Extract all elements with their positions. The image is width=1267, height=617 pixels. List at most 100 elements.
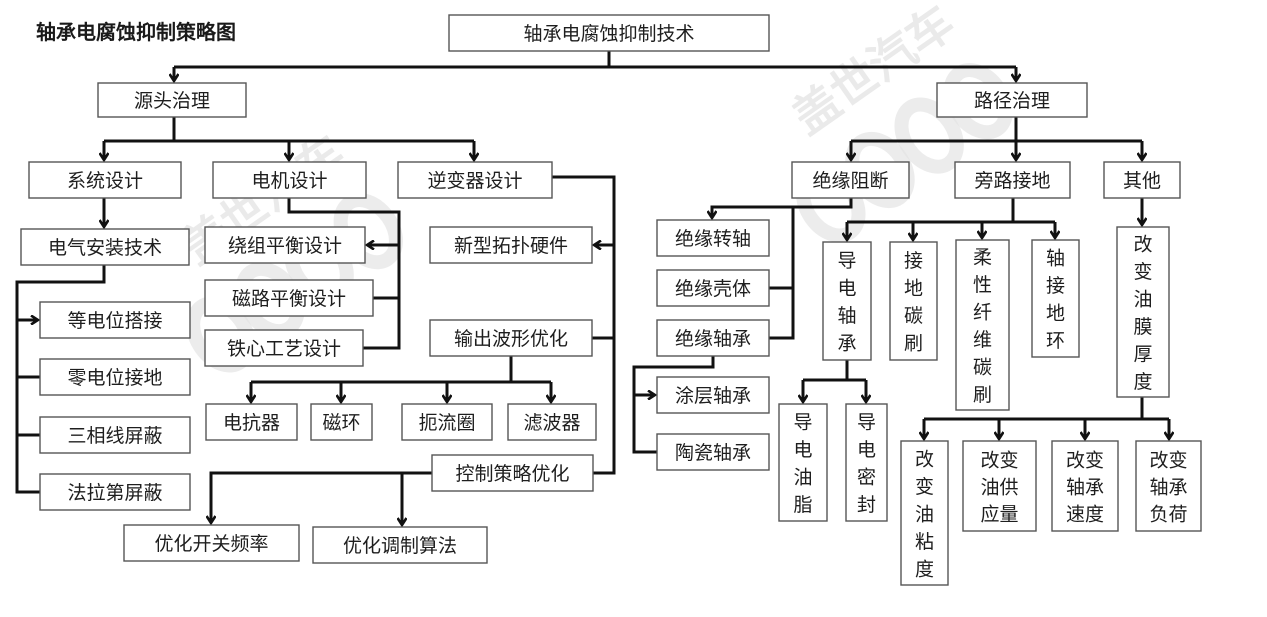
node-three-phase-shield: 三相线屏蔽	[39, 416, 191, 454]
node-label: 电气安装技术	[48, 237, 162, 259]
node-core-process: 铁心工艺设计	[204, 329, 364, 367]
node-root: 轴承电腐蚀抑制技术	[448, 14, 770, 52]
node-insulated-shaft: 绝缘转轴	[656, 219, 770, 257]
node-label-char: 碳	[973, 357, 992, 379]
node-label: 新型拓扑硬件	[454, 235, 568, 257]
node-faraday-shield: 法拉第屏蔽	[39, 473, 191, 511]
node-label: 控制策略优化	[455, 463, 569, 485]
node-label: 电抗器	[223, 412, 280, 434]
node-label-char: 柔	[973, 247, 992, 269]
node-box	[204, 279, 374, 317]
node-label: 法拉第屏蔽	[67, 482, 162, 504]
node-label-line: 改变	[980, 450, 1018, 472]
node-new-topology: 新型拓扑硬件	[429, 226, 593, 264]
node-label-char: 地	[1046, 303, 1065, 325]
node-box	[39, 358, 191, 396]
node-label-char: 环	[1046, 330, 1065, 352]
node-box	[507, 403, 597, 441]
node-label-char: 密	[857, 467, 876, 489]
arrow-connector	[712, 198, 853, 218]
node-label: 扼流圈	[418, 412, 475, 434]
node-insulated-housing: 绝缘壳体	[656, 269, 770, 307]
node-label-char: 度	[915, 558, 934, 580]
node-zero-potential-ground: 零电位接地	[39, 358, 191, 396]
node-label-char: 改	[915, 448, 934, 470]
node-label: 电机设计	[251, 170, 327, 192]
node-choke: 扼流圈	[401, 403, 493, 441]
node-label-char: 轴	[1046, 248, 1065, 270]
node-motor-design: 电机设计	[212, 161, 367, 199]
node-filter: 滤波器	[507, 403, 597, 441]
node-label: 旁路接地	[974, 170, 1050, 192]
node-label-char: 电	[793, 439, 812, 461]
node-label: 优化调制算法	[343, 535, 457, 557]
node-label-char: 变	[1133, 261, 1152, 283]
node-box	[1051, 440, 1119, 532]
node-box	[656, 433, 770, 471]
line-connector	[287, 198, 401, 350]
node-label: 滤波器	[523, 412, 580, 434]
node-box	[900, 440, 949, 586]
line-connector	[769, 207, 795, 340]
node-box	[1135, 440, 1202, 532]
node-source: 源头治理	[97, 82, 247, 118]
node-label-char: 轴	[837, 305, 856, 327]
node-box	[312, 526, 488, 564]
node-electrical-install: 电气安装技术	[20, 228, 190, 266]
node-box	[656, 319, 770, 357]
node-box	[936, 82, 1088, 118]
node-box	[39, 473, 191, 511]
node-label-char: 地	[904, 278, 923, 300]
node-label-char: 导	[793, 412, 812, 434]
node-box	[20, 228, 190, 266]
node-label: 磁路平衡设计	[232, 288, 346, 310]
node-box	[656, 269, 770, 307]
node-label: 绝缘阻断	[812, 170, 888, 192]
node-label-char: 厚	[1133, 344, 1152, 366]
node-label: 等电位搭接	[67, 310, 162, 332]
node-box	[778, 403, 828, 522]
node-label-char: 承	[837, 333, 856, 355]
node-box	[123, 524, 300, 562]
node-label-char: 刷	[904, 333, 923, 355]
node-label-char: 性	[973, 274, 992, 296]
node-label-line: 油供	[980, 477, 1018, 499]
node-label-char: 导	[837, 250, 856, 272]
node-label-char: 刷	[973, 384, 992, 406]
node-label-char: 油	[915, 503, 934, 525]
node-path: 路径治理	[936, 82, 1088, 118]
node-box	[429, 319, 593, 357]
node-box	[401, 403, 493, 441]
node-box	[39, 416, 191, 454]
node-label: 绝缘转轴	[675, 228, 751, 250]
node-box	[429, 226, 593, 264]
node-other: 其他	[1103, 161, 1181, 199]
node-label: 优化开关频率	[154, 533, 268, 555]
node-label-line: 改变	[1066, 450, 1104, 472]
node-label-char: 碳	[904, 305, 923, 327]
node-label: 源头治理	[134, 90, 210, 112]
line-connector	[552, 175, 616, 475]
node-label-line: 负荷	[1149, 504, 1187, 526]
node-label-line: 速度	[1066, 504, 1104, 526]
node-label: 绝缘壳体	[675, 278, 751, 300]
node-box	[448, 14, 770, 52]
node-magnetic-balance: 磁路平衡设计	[204, 279, 374, 317]
node-label: 绝缘轴承	[675, 328, 751, 350]
node-label-char: 脂	[793, 494, 812, 516]
node-box	[954, 161, 1071, 199]
node-control-strategy: 控制策略优化	[431, 454, 594, 492]
node-box	[791, 161, 910, 199]
node-box	[204, 226, 366, 264]
node-label-line: 轴承	[1149, 477, 1187, 499]
node-label: 涂层轴承	[675, 385, 751, 407]
node-magnetic-ring: 磁环	[310, 403, 373, 441]
diagram-title: 轴承电腐蚀抑制策略图	[36, 20, 236, 44]
node-output-waveform: 输出波形优化	[429, 319, 593, 357]
